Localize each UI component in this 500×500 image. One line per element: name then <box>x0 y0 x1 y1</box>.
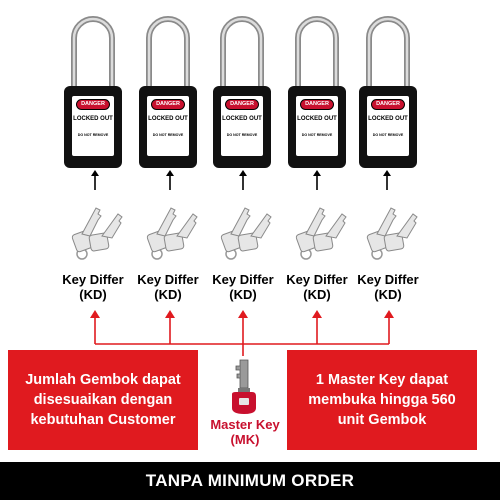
right-info-text: 1 Master Key dapat membuka hingga 560 un… <box>308 372 456 428</box>
padlock-5: DANGER LOCKED OUT DO NOT REMOVE <box>357 8 419 170</box>
footer-text: TANPA MINIMUM ORDER <box>145 471 355 490</box>
key-differ-text: Key Differ <box>62 272 124 287</box>
key-differ-abbr: (KD) <box>374 287 402 302</box>
key-differ-label-3: Key Differ (KD) <box>198 272 288 302</box>
key-set-icon <box>220 207 272 260</box>
master-key-abbr: (MK) <box>230 432 260 447</box>
key-differ-label-5: Key Differ (KD) <box>343 272 433 302</box>
lockout-tag: DANGER LOCKED OUT DO NOT REMOVE <box>72 96 114 156</box>
master-key-icon <box>232 359 256 414</box>
danger-badge: DANGER <box>76 99 110 110</box>
key-differ-text: Key Differ <box>357 272 419 287</box>
lock-note: DO NOT REMOVE <box>226 133 258 137</box>
padlock-3: DANGER LOCKED OUT DO NOT REMOVE <box>211 8 273 170</box>
lock-status: LOCKED OUT <box>297 116 337 122</box>
key-differ-abbr: (KD) <box>154 287 182 302</box>
key-set-icon <box>295 207 347 260</box>
key-differ-label-1: Key Differ (KD) <box>48 272 138 302</box>
lock-status: LOCKED OUT <box>368 116 408 122</box>
key-set-icon <box>366 207 418 260</box>
master-key-connector-lines <box>90 310 394 356</box>
arrow-up-icon <box>239 170 247 190</box>
key-set-icon <box>71 207 123 260</box>
padlock-4: DANGER LOCKED OUT DO NOT REMOVE <box>286 8 348 170</box>
key-set-icon <box>146 207 198 260</box>
key-differ-text: Key Differ <box>137 272 199 287</box>
key-differ-abbr: (KD) <box>79 287 107 302</box>
padlock-2: DANGER LOCKED OUT DO NOT REMOVE <box>137 8 199 170</box>
left-info-panel: Jumlah Gembok dapat disesuaikan dengan k… <box>8 350 198 450</box>
lock-status: LOCKED OUT <box>222 116 262 122</box>
master-key-text: Master Key <box>210 417 280 432</box>
danger-badge: DANGER <box>225 99 259 110</box>
footer-banner: TANPA MINIMUM ORDER <box>0 462 500 500</box>
lock-status: LOCKED OUT <box>73 116 113 122</box>
lock-note: DO NOT REMOVE <box>301 133 333 137</box>
key-differ-abbr: (KD) <box>229 287 257 302</box>
lockout-tag: DANGER LOCKED OUT DO NOT REMOVE <box>367 96 409 156</box>
key-differ-abbr: (KD) <box>303 287 331 302</box>
left-info-text: Jumlah Gembok dapat disesuaikan dengan k… <box>25 372 181 428</box>
key-differ-text: Key Differ <box>212 272 274 287</box>
key-differ-label-2: Key Differ (KD) <box>123 272 213 302</box>
arrow-up-icon <box>166 170 174 190</box>
lockout-tag: DANGER LOCKED OUT DO NOT REMOVE <box>147 96 189 156</box>
key-differ-text: Key Differ <box>286 272 348 287</box>
danger-badge: DANGER <box>371 99 405 110</box>
arrow-up-icon <box>313 170 321 190</box>
lock-note: DO NOT REMOVE <box>152 133 184 137</box>
lock-note: DO NOT REMOVE <box>77 133 109 137</box>
arrow-up-icon <box>91 170 99 190</box>
padlock-1: DANGER LOCKED OUT DO NOT REMOVE <box>62 8 124 170</box>
danger-badge: DANGER <box>151 99 185 110</box>
right-info-panel: 1 Master Key dapat membuka hingga 560 un… <box>287 350 477 450</box>
lock-status: LOCKED OUT <box>148 116 188 122</box>
lock-note: DO NOT REMOVE <box>372 133 404 137</box>
key-differ-label-4: Key Differ (KD) <box>272 272 362 302</box>
lockout-tag: DANGER LOCKED OUT DO NOT REMOVE <box>221 96 263 156</box>
arrow-up-icon <box>383 170 391 190</box>
master-key-label: Master Key (MK) <box>200 417 290 447</box>
lockout-tag: DANGER LOCKED OUT DO NOT REMOVE <box>296 96 338 156</box>
danger-badge: DANGER <box>300 99 334 110</box>
